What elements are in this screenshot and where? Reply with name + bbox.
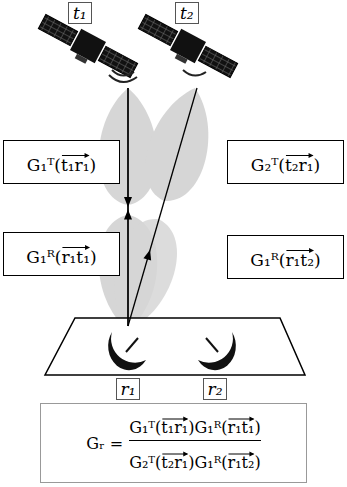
satellite-node: t₁: [28, 2, 132, 88]
arrowhead: [124, 209, 132, 219]
vector-arrowhead: [85, 245, 90, 250]
gain-box: G₁ᵀ(t₁r₁): [3, 140, 120, 184]
vector-arrow: [162, 454, 187, 455]
node-label: r₁: [116, 378, 141, 400]
vector-arrow: [229, 419, 254, 420]
numerator: G₁ᵀ(t₁r₁)G₁ᴿ(r₁t₁): [129, 414, 260, 437]
dish-antenna: [198, 332, 236, 370]
vector-arrowhead: [309, 248, 314, 253]
platform: [45, 318, 305, 375]
fraction-bar: [129, 440, 260, 441]
signal-line: [127, 88, 128, 326]
node-label: r₂: [203, 378, 228, 400]
gain-box: G₂ᵀ(t₂r₁): [227, 140, 344, 184]
gain-box: G₁ᴿ(r₁t₂): [227, 235, 344, 279]
signal-path: [128, 88, 197, 326]
vector-arrow: [162, 419, 187, 420]
vector-arrow: [286, 155, 313, 156]
dish-feed: [126, 338, 138, 352]
node-label: t₁: [68, 2, 92, 24]
signal-path: [124, 88, 132, 326]
node-label: t₂: [175, 2, 199, 24]
beam-lobe: [136, 80, 224, 208]
vector-arrowhead: [249, 417, 254, 422]
vector-arrow: [62, 247, 89, 248]
gain-term: G₁ᴿ(r₁t₁): [26, 247, 96, 267]
satellite-node: t₂: [140, 2, 244, 88]
vector-arrowhead: [309, 153, 314, 158]
vector-arrowhead: [249, 452, 254, 457]
vector-arrowhead: [85, 153, 90, 158]
gain-term: G₂ᵀ(t₂r₁): [251, 155, 320, 175]
vector-arrow: [286, 250, 313, 251]
gain-box: G₁ᴿ(r₁t₁): [3, 232, 120, 276]
gain-term: G₁ᴿ(r₁t₂): [250, 250, 320, 270]
signal-line: [127, 88, 128, 326]
formula-box: Gᵣ = G₁ᵀ(t₁r₁)G₁ᴿ(r₁t₁) G₂ᵀ(t₂r₁)G₁ᴿ(r₁t₂): [40, 403, 307, 483]
vector-arrowhead: [183, 452, 188, 457]
signal-waves: [109, 70, 137, 82]
formula-lhs: Gᵣ =: [86, 434, 123, 453]
dish-feed: [206, 338, 218, 352]
signal-path: [124, 88, 132, 326]
fraction: G₁ᵀ(t₁r₁)G₁ᴿ(r₁t₁) G₂ᵀ(t₂r₁)G₁ᴿ(r₁t₂): [129, 414, 260, 472]
receiver-node: r₁: [103, 326, 153, 400]
vector-arrow: [62, 155, 89, 156]
receiver-node: r₂: [190, 326, 240, 400]
signal-line: [128, 88, 197, 326]
denominator: G₂ᵀ(t₂r₁)G₁ᴿ(r₁t₂): [129, 449, 260, 472]
vector-arrowhead: [183, 417, 188, 422]
dish-antenna: [108, 332, 146, 370]
vector-arrow: [229, 454, 254, 455]
signal-waves: [183, 70, 206, 76]
arrowhead: [143, 250, 151, 261]
gain-term: G₁ᵀ(t₁r₁): [27, 155, 96, 175]
